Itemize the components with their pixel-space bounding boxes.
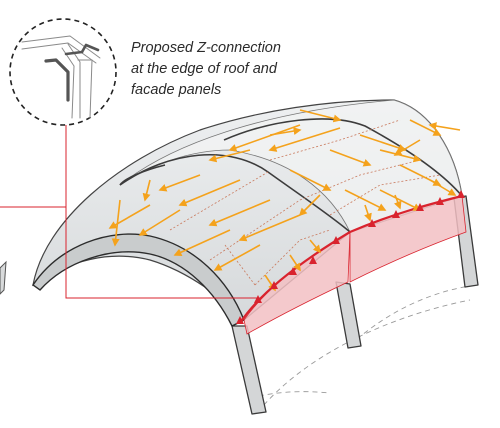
load-arrow-icon: [269, 127, 302, 136]
support-triangle-icon: [270, 281, 278, 289]
load-arrow-icon: [428, 122, 461, 131]
detail-caption: Proposed Z-connection at the edge of roo…: [131, 38, 311, 101]
column-front-mid: [335, 281, 362, 349]
load-arrow-icon: [268, 127, 341, 152]
load-arrow-icon: [299, 109, 342, 123]
load-arrow-icon: [329, 149, 372, 167]
caption-line-1: Proposed Z-connection: [131, 40, 281, 56]
support-triangle-icon: [309, 256, 317, 264]
support-triangle-icon: [332, 236, 340, 244]
support-triangle-icon: [436, 197, 444, 205]
z-connection-detail-icon: [21, 35, 101, 119]
load-arrow-icon: [208, 149, 251, 163]
support-triangle-icon: [416, 203, 424, 211]
load-arrow-icon: [158, 174, 201, 192]
load-arrow-icon: [111, 199, 121, 247]
caption-line-2: at the edge of roof and: [131, 61, 277, 77]
support-triangle-icon: [289, 267, 297, 275]
support-triangle-icon: [254, 295, 262, 303]
load-arrow-icon: [228, 124, 301, 152]
load-arrow-icon: [344, 189, 387, 211]
load-arrow-icon: [393, 139, 421, 156]
load-arrow-icon: [208, 199, 271, 227]
support-triangle-icon: [236, 316, 244, 324]
support-triangle-icon: [457, 190, 465, 198]
caption-line-3: facade panels: [131, 82, 222, 98]
load-path-arrows: [108, 109, 461, 292]
dashed-circle-icon: [9, 18, 117, 126]
load-arrow-icon: [379, 189, 422, 211]
load-arrow-icon: [289, 254, 301, 272]
load-arrow-icon: [409, 119, 442, 136]
load-arrow-icon: [138, 209, 181, 236]
support-triangle-icon: [368, 219, 376, 227]
detail-callout: [9, 18, 117, 126]
load-arrow-icon: [178, 179, 241, 207]
load-arrow-icon: [309, 239, 322, 254]
support-markers: [236, 190, 465, 324]
load-arrow-icon: [289, 169, 332, 191]
load-arrow-icon: [364, 204, 372, 222]
load-arrow-icon: [142, 179, 151, 202]
load-arrow-icon: [393, 194, 402, 210]
detail-leader-line: [0, 206, 260, 299]
ground-dashed-lines: [249, 284, 476, 413]
load-arrow-icon: [213, 244, 261, 271]
facade-top-edge: [239, 194, 463, 324]
column-front-left: [231, 325, 267, 415]
load-arrow-icon: [173, 229, 231, 256]
load-arrow-icon: [238, 214, 301, 242]
load-arrow-icon: [359, 134, 407, 152]
load-arrow-icon: [429, 179, 457, 196]
panel-seams: [169, 119, 441, 286]
neighbor-fragment: [0, 260, 7, 295]
load-arrow-icon: [298, 194, 321, 217]
support-triangle-icon: [392, 210, 400, 218]
